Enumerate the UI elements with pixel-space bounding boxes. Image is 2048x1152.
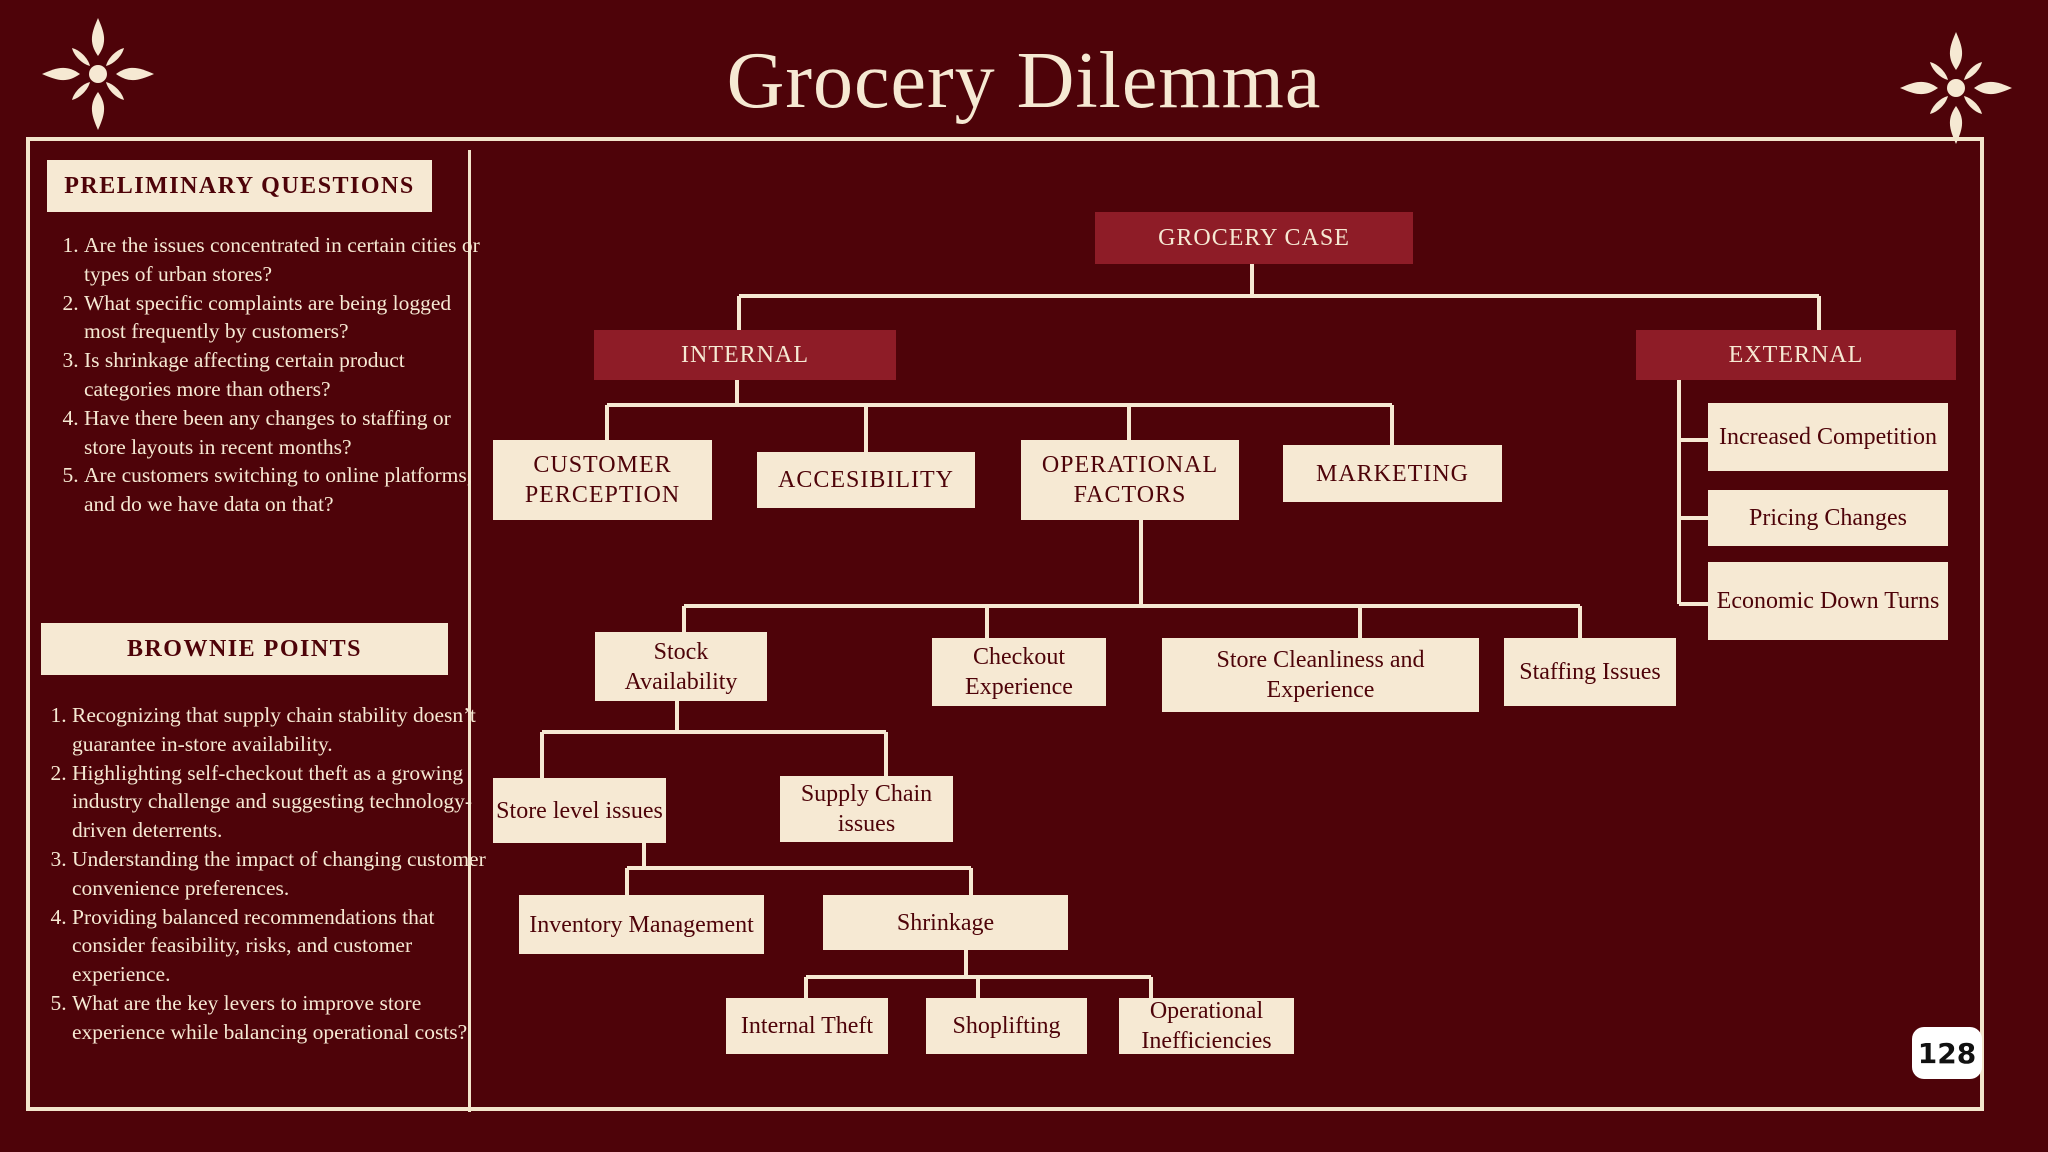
list-item: Recognizing that supply chain stability …: [72, 701, 497, 759]
checkout-experience-node: Checkout Experience: [932, 638, 1106, 706]
store-level-issues-node: Store level issues: [493, 778, 666, 843]
store-cleanliness-node: Store Cleanliness and Experience: [1162, 638, 1479, 712]
list-item: Understanding the impact of changing cus…: [72, 845, 497, 903]
list-item: Providing balanced recommendations that …: [72, 903, 497, 989]
list-item: What specific complaints are being logge…: [84, 289, 494, 347]
operational-factors-node: OPERATIONAL FACTORS: [1021, 440, 1239, 520]
column-divider: [468, 150, 471, 1112]
list-item: Is shrinkage affecting certain product c…: [84, 346, 494, 404]
brownie-points-list: Recognizing that supply chain stability …: [38, 701, 497, 1047]
stock-availability-node: Stock Availability: [595, 632, 767, 701]
shrinkage-node: Shrinkage: [823, 895, 1068, 950]
page-title: Grocery Dilemma: [726, 37, 1322, 125]
shoplifting-node: Shoplifting: [926, 998, 1087, 1054]
staffing-issues-node: Staffing Issues: [1504, 638, 1676, 706]
page-number-badge: 128: [1912, 1027, 1982, 1079]
preliminary-questions-list: Are the issues concentrated in certain c…: [50, 231, 494, 519]
supply-chain-issues-node: Supply Chain issues: [780, 776, 953, 842]
inventory-management-node: Inventory Management: [519, 895, 764, 954]
increased-competition-node: Increased Competition: [1708, 403, 1948, 471]
marketing-node: MARKETING: [1283, 445, 1502, 502]
preliminary-questions-heading: PRELIMINARY QUESTIONS: [47, 160, 432, 212]
pricing-changes-node: Pricing Changes: [1708, 490, 1948, 546]
accesibility-node: ACCESIBILITY: [757, 452, 975, 508]
list-item: Highlighting self-checkout theft as a gr…: [72, 759, 497, 845]
internal-theft-node: Internal Theft: [726, 998, 888, 1054]
operational-inefficiencies-node: Operational Inefficiencies: [1119, 998, 1294, 1054]
customer-perception-node: CUSTOMER PERCEPTION: [493, 440, 712, 520]
grocery-case-node: GROCERY CASE: [1095, 212, 1413, 264]
ornament-flourish-icon: [42, 18, 154, 130]
content-frame: [26, 137, 1984, 1111]
list-item: Have there been any changes to staffing …: [84, 404, 494, 462]
ornament-flourish-icon: [1900, 32, 2012, 144]
brownie-points-heading: BROWNIE POINTS: [41, 623, 448, 675]
economic-down-turns-node: Economic Down Turns: [1708, 562, 1948, 640]
external-node: EXTERNAL: [1636, 330, 1956, 380]
list-item: What are the key levers to improve store…: [72, 989, 497, 1047]
list-item: Are the issues concentrated in certain c…: [84, 231, 494, 289]
internal-node: INTERNAL: [594, 330, 896, 380]
list-item: Are customers switching to online platfo…: [84, 461, 494, 519]
